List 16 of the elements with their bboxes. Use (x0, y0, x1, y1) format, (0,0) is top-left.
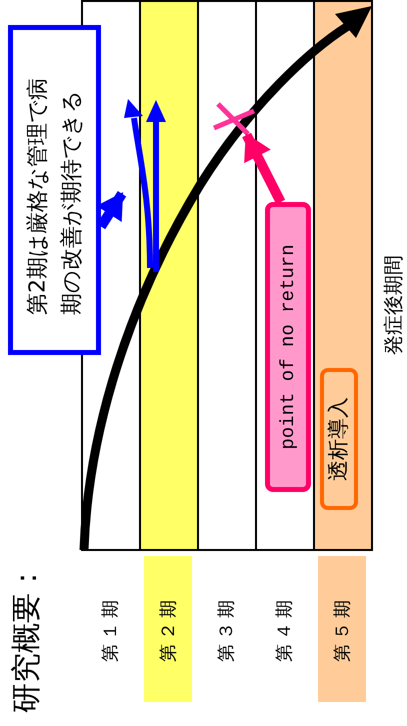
stage-label: 第３期 (214, 596, 238, 662)
callout-box (265, 202, 311, 492)
event-box (320, 368, 358, 510)
stage-label: 第５期 (330, 596, 354, 662)
title: 研究概要： (8, 563, 44, 713)
callout-text: point of no return (276, 244, 300, 450)
note-text: 第2期は厳格な管理で病期の改善が期待できる (24, 77, 84, 315)
note-box (8, 25, 101, 355)
arrow (242, 132, 286, 204)
stage-label: 第４期 (272, 596, 296, 662)
axis-label: 発症後期間 (380, 255, 406, 355)
event-text: 透析導入 (325, 397, 352, 481)
up-arrows-drawing (124, 99, 166, 272)
stage-label: 第２期 (156, 596, 180, 662)
cross-mark (212, 102, 256, 136)
stage-label: 第１期 (98, 596, 122, 662)
